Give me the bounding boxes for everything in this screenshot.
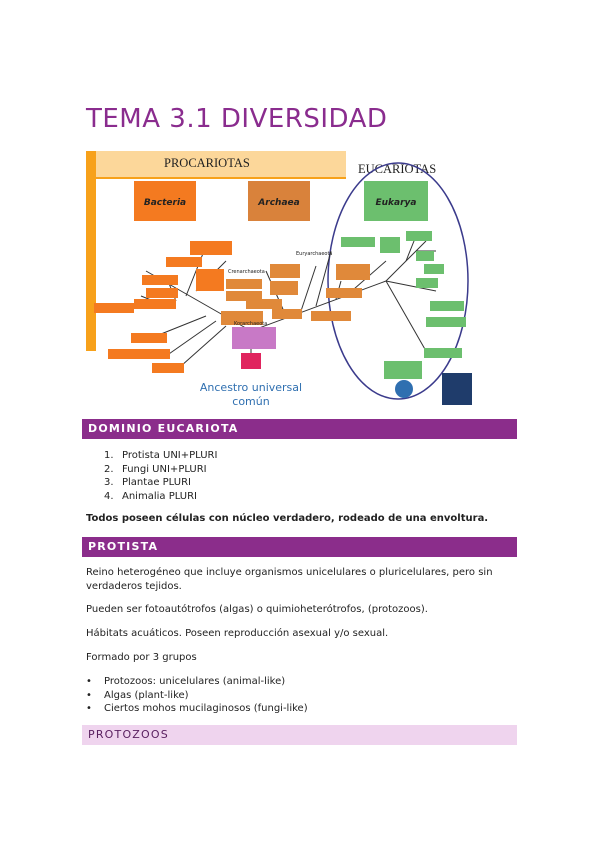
protista-paragraph-2: Pueden ser fotoautótrofos (algas) o quim… xyxy=(86,604,428,615)
archaea-box xyxy=(248,181,310,221)
tree-of-life-figure: PROCARIOTAS EUCARIOTAS Bacteria Archaea … xyxy=(86,151,476,407)
protista-paragraph-4: Formado por 3 grupos xyxy=(86,652,197,663)
eukarya-box xyxy=(364,181,428,221)
korarchaeota-box xyxy=(232,327,276,349)
eukarya-label: Eukarya xyxy=(376,198,417,208)
protista-groups-list: •Protozoos: unicelulares (animal-like) •… xyxy=(86,675,308,716)
procariotas-label: PROCARIOTAS xyxy=(164,156,250,170)
list-item: 2.Fungi UNI+PLURI xyxy=(104,463,207,475)
list-item: 1.Protista UNI+PLURI xyxy=(104,450,218,461)
phylogenetic-tree-image: PROCARIOTAS EUCARIOTAS Bacteria Archaea … xyxy=(86,151,476,407)
section-header-protista: PROTISTA xyxy=(82,537,517,557)
section-header-dominio-eucariota: DOMINIO EUCARIOTA xyxy=(82,419,517,439)
institution-logo xyxy=(395,380,413,398)
archaea-groups xyxy=(221,264,370,325)
section-header-protozoos: PROTOZOOS xyxy=(82,725,517,745)
bacteria-label: Bacteria xyxy=(144,198,186,208)
list-item: •Protozoos: unicelulares (animal-like) xyxy=(86,676,286,687)
page-title: TEMA 3.1 DIVERSIDAD xyxy=(86,104,388,134)
publisher-logo xyxy=(442,373,472,405)
dominio-note: Todos poseen células con núcleo verdader… xyxy=(86,513,489,524)
eucariotas-ellipse xyxy=(327,162,469,400)
protista-paragraph-1: Reino heterogéneo que incluye organismos… xyxy=(86,567,493,592)
dominio-list: 1.Protista UNI+PLURI 2.Fungi UNI+PLURI 3… xyxy=(104,449,217,503)
ancestor-label-line1: Ancestro universal xyxy=(200,381,302,394)
eukarya-groups xyxy=(341,231,466,379)
archaea-label: Archaea xyxy=(257,198,299,208)
korarchaeota-label: Korarchaeota xyxy=(234,321,267,327)
ancestor-label-line2: común xyxy=(232,395,269,407)
euryarchaeota-label: Euryarchaeota xyxy=(296,251,333,257)
protista-paragraph-3: Hábitats acuáticos. Poseen reproducción … xyxy=(86,628,389,639)
list-item: •Algas (plant-like) xyxy=(86,689,189,701)
crenarchaeota-label: Crenarchaeota xyxy=(228,269,265,275)
bacteria-box xyxy=(134,181,196,221)
list-item: •Ciertos mohos mucilaginosos (fungi-like… xyxy=(86,703,308,714)
list-item: 3.Plantae PLURI xyxy=(104,477,191,488)
bacteria-groups xyxy=(94,241,232,373)
ancestor-marker xyxy=(241,353,261,369)
list-item: 4.Animalia PLURI xyxy=(104,490,198,502)
eucariotas-label: EUCARIOTAS xyxy=(358,162,436,176)
